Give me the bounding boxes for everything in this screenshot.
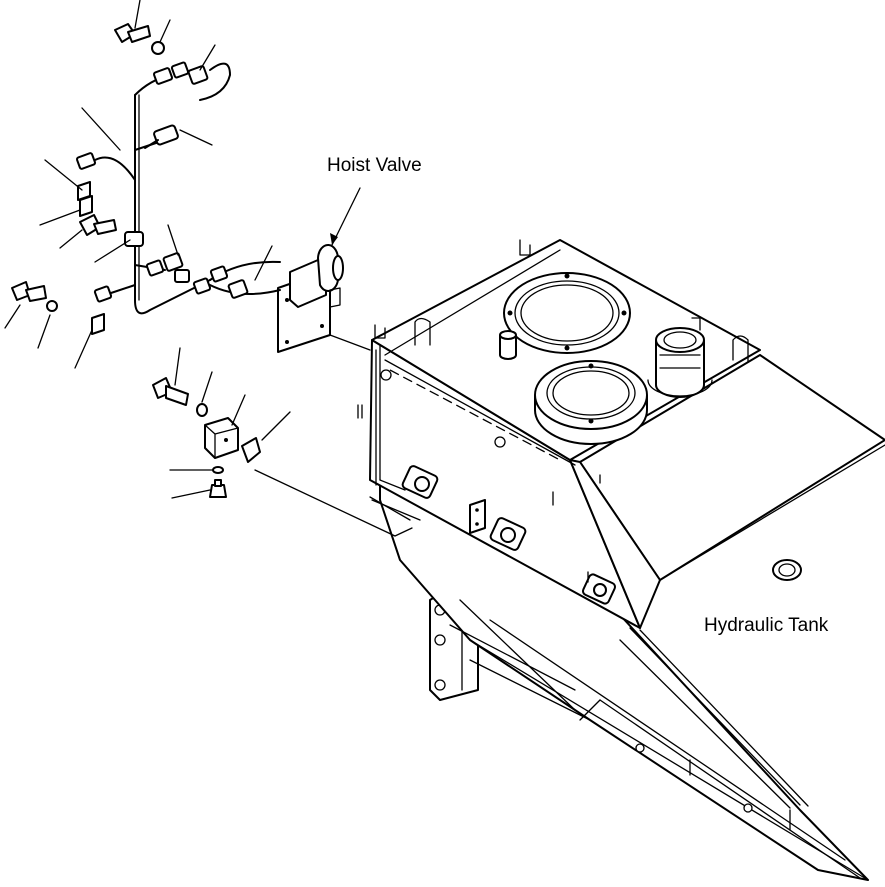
bolt-middle: [79, 214, 117, 236]
bolt-switch: [152, 377, 208, 417]
clamp: [79, 195, 93, 217]
bolt-upper: [114, 23, 165, 55]
hoist-valve-label: Hoist Valve: [327, 155, 422, 176]
gasket: [241, 437, 261, 463]
hydraulic-tank-label: Hydraulic Tank: [704, 615, 829, 636]
hydraulic-tank: [357, 239, 885, 881]
washer: [212, 466, 224, 474]
hoist-valve-leader: [331, 187, 361, 246]
hoist-valve: [277, 243, 344, 353]
filler-neck: [647, 327, 713, 398]
switch-box: [204, 417, 239, 459]
bolt-lower: [11, 281, 105, 335]
callout-leaders: [4, 0, 413, 537]
wiring-harness: [75, 61, 281, 315]
tank-lower-port: [534, 360, 648, 445]
drain-leader: [371, 499, 421, 521]
tank-upper-port: [503, 272, 631, 354]
